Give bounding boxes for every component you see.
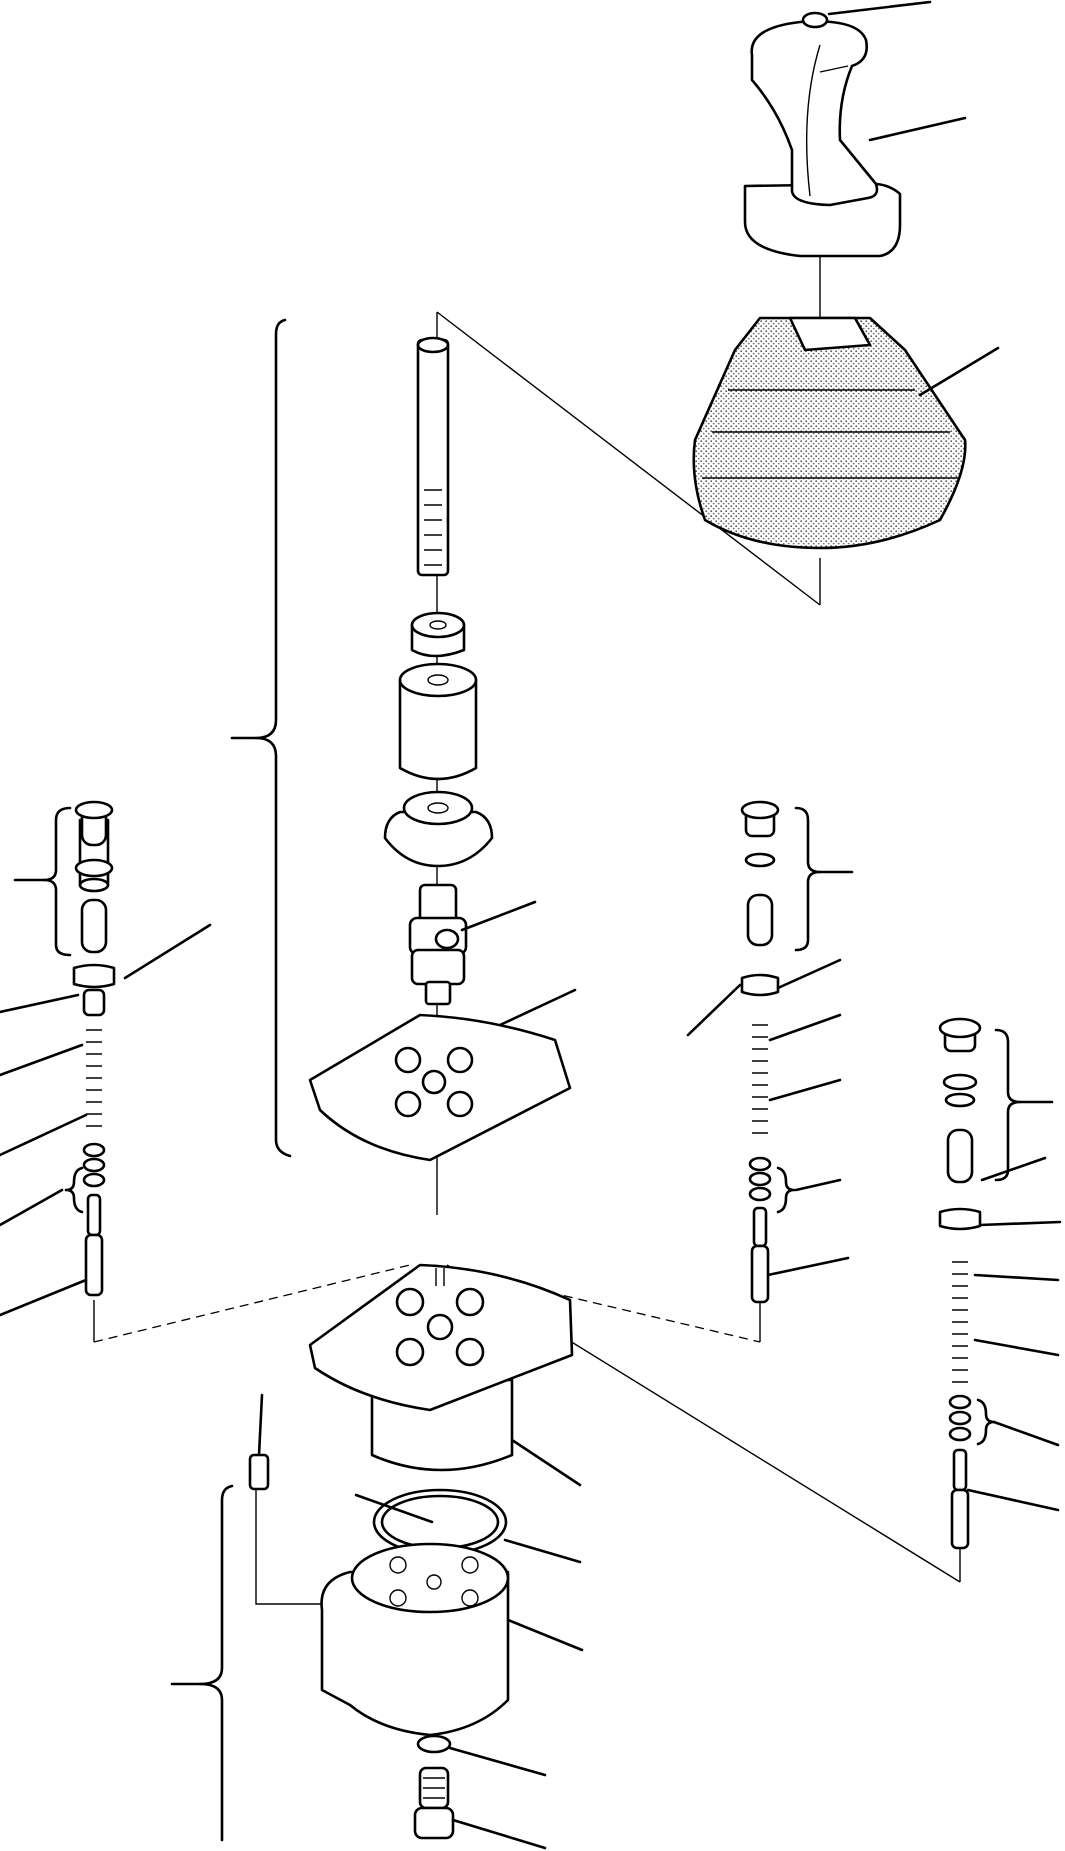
- braces: [13, 318, 1054, 1842]
- right-piston-assembly-icon: [938, 1017, 982, 1550]
- left-piston-assembly-icon: [72, 800, 116, 1297]
- rubber-boot-icon: [692, 316, 967, 550]
- universal-joint-icon: [408, 883, 468, 1006]
- control-shaft-icon: [416, 336, 450, 577]
- disc-plate-icon: [383, 790, 494, 868]
- coupling-icon: [398, 662, 478, 781]
- o-ring-icon: [372, 1488, 508, 1556]
- valve-body-icon: [248, 1453, 510, 1737]
- plate-housing-icon: [308, 1263, 574, 1472]
- plug-icon: [413, 1734, 455, 1840]
- lock-nut-icon: [410, 611, 466, 658]
- joystick-grip-icon: [743, 11, 902, 258]
- cam-plate-icon: [308, 1013, 572, 1162]
- centre-piston-assembly-icon: [740, 800, 780, 1304]
